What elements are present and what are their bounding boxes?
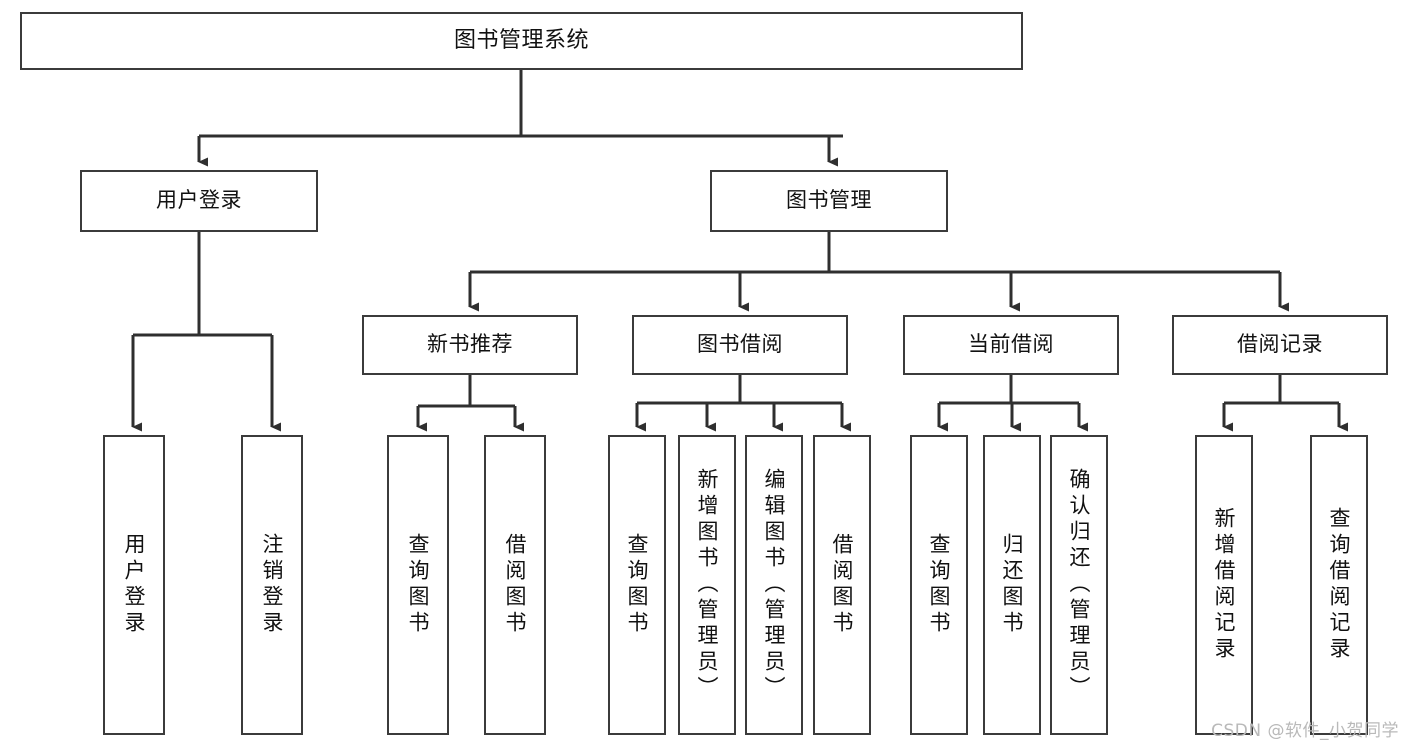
node-root[interactable]: 图书管理系统 [20, 12, 1023, 70]
csdn-watermark: CSDN @软件_小贺同学 [1211, 721, 1399, 741]
node-leaf-return-book[interactable]: 归还图书 [983, 435, 1041, 735]
node-leaf-query-book-1[interactable]: 查询图书 [387, 435, 449, 735]
node-leaf-user-login-label: 用户登录 [122, 533, 147, 637]
node-root-label: 图书管理系统 [453, 27, 589, 53]
node-borrow-record-label: 借阅记录 [1237, 332, 1323, 357]
node-book-manage[interactable]: 图书管理 [710, 170, 948, 232]
node-leaf-query-book-2-label: 查询图书 [625, 533, 650, 637]
node-book-manage-label: 图书管理 [786, 188, 872, 213]
node-leaf-add-book-label: 新增图书（管理员） [695, 468, 720, 702]
node-leaf-query-record[interactable]: 查询借阅记录 [1310, 435, 1368, 735]
node-leaf-user-logout[interactable]: 注销登录 [241, 435, 303, 735]
node-leaf-add-record-label: 新增借阅记录 [1212, 507, 1237, 663]
node-leaf-add-record[interactable]: 新增借阅记录 [1195, 435, 1253, 735]
node-leaf-borrow-book-2[interactable]: 借阅图书 [813, 435, 871, 735]
node-leaf-borrow-book-1-label: 借阅图书 [503, 533, 528, 637]
node-leaf-user-login[interactable]: 用户登录 [103, 435, 165, 735]
node-current-borrow[interactable]: 当前借阅 [903, 315, 1119, 375]
node-leaf-user-logout-label: 注销登录 [260, 533, 285, 637]
node-borrow-record[interactable]: 借阅记录 [1172, 315, 1388, 375]
node-leaf-query-record-label: 查询借阅记录 [1327, 507, 1352, 663]
node-leaf-return-book-label: 归还图书 [1000, 533, 1025, 637]
node-book-borrow-label: 图书借阅 [697, 332, 783, 357]
node-leaf-query-book-2[interactable]: 查询图书 [608, 435, 666, 735]
node-leaf-confirm-return[interactable]: 确认归还（管理员） [1050, 435, 1108, 735]
node-user-login[interactable]: 用户登录 [80, 170, 318, 232]
node-leaf-borrow-book-1[interactable]: 借阅图书 [484, 435, 546, 735]
node-current-borrow-label: 当前借阅 [968, 332, 1054, 357]
node-leaf-borrow-book-2-label: 借阅图书 [830, 533, 855, 637]
node-leaf-query-book-3[interactable]: 查询图书 [910, 435, 968, 735]
node-user-login-label: 用户登录 [156, 188, 242, 213]
node-leaf-confirm-return-label: 确认归还（管理员） [1067, 468, 1092, 702]
node-leaf-edit-book-label: 编辑图书（管理员） [762, 468, 787, 702]
node-leaf-add-book[interactable]: 新增图书（管理员） [678, 435, 736, 735]
node-leaf-query-book-1-label: 查询图书 [406, 533, 431, 637]
node-book-borrow[interactable]: 图书借阅 [632, 315, 848, 375]
node-new-book-rec[interactable]: 新书推荐 [362, 315, 578, 375]
node-leaf-query-book-3-label: 查询图书 [927, 533, 952, 637]
node-leaf-edit-book[interactable]: 编辑图书（管理员） [745, 435, 803, 735]
node-new-book-rec-label: 新书推荐 [427, 332, 513, 357]
